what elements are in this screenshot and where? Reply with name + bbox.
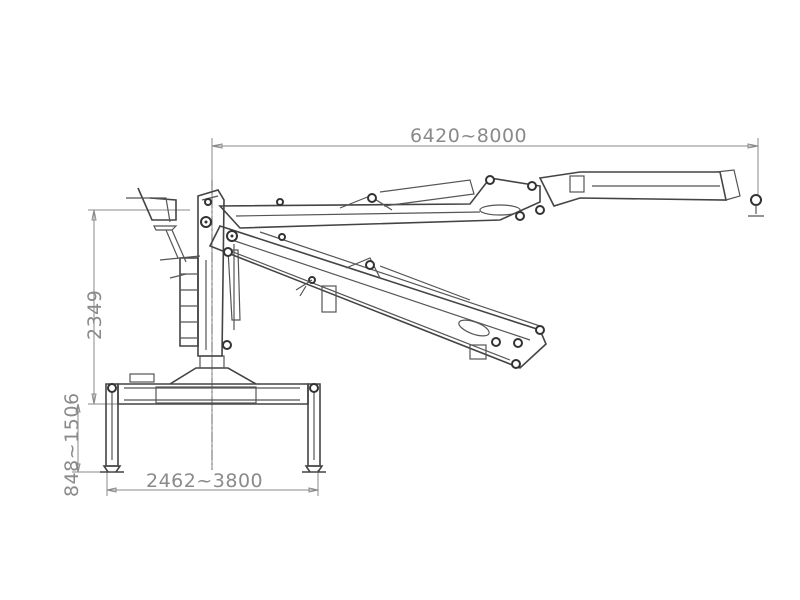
column-pins (200, 198, 238, 257)
main-boom (208, 225, 547, 369)
span-dimension-label: 2462~3800 (146, 470, 263, 492)
span-dimension (106, 470, 319, 496)
crane-column (197, 189, 241, 357)
height-dimension-label: 2349 (84, 290, 106, 340)
reach-dimension (211, 138, 759, 470)
outrigger-height-dimension-label: 848~1506 (61, 392, 83, 497)
outrigger-base (100, 355, 326, 473)
jib-boom (218, 169, 764, 241)
reach-dimension-label: 6420~8000 (410, 125, 527, 147)
ladder-and-seat (126, 187, 201, 347)
